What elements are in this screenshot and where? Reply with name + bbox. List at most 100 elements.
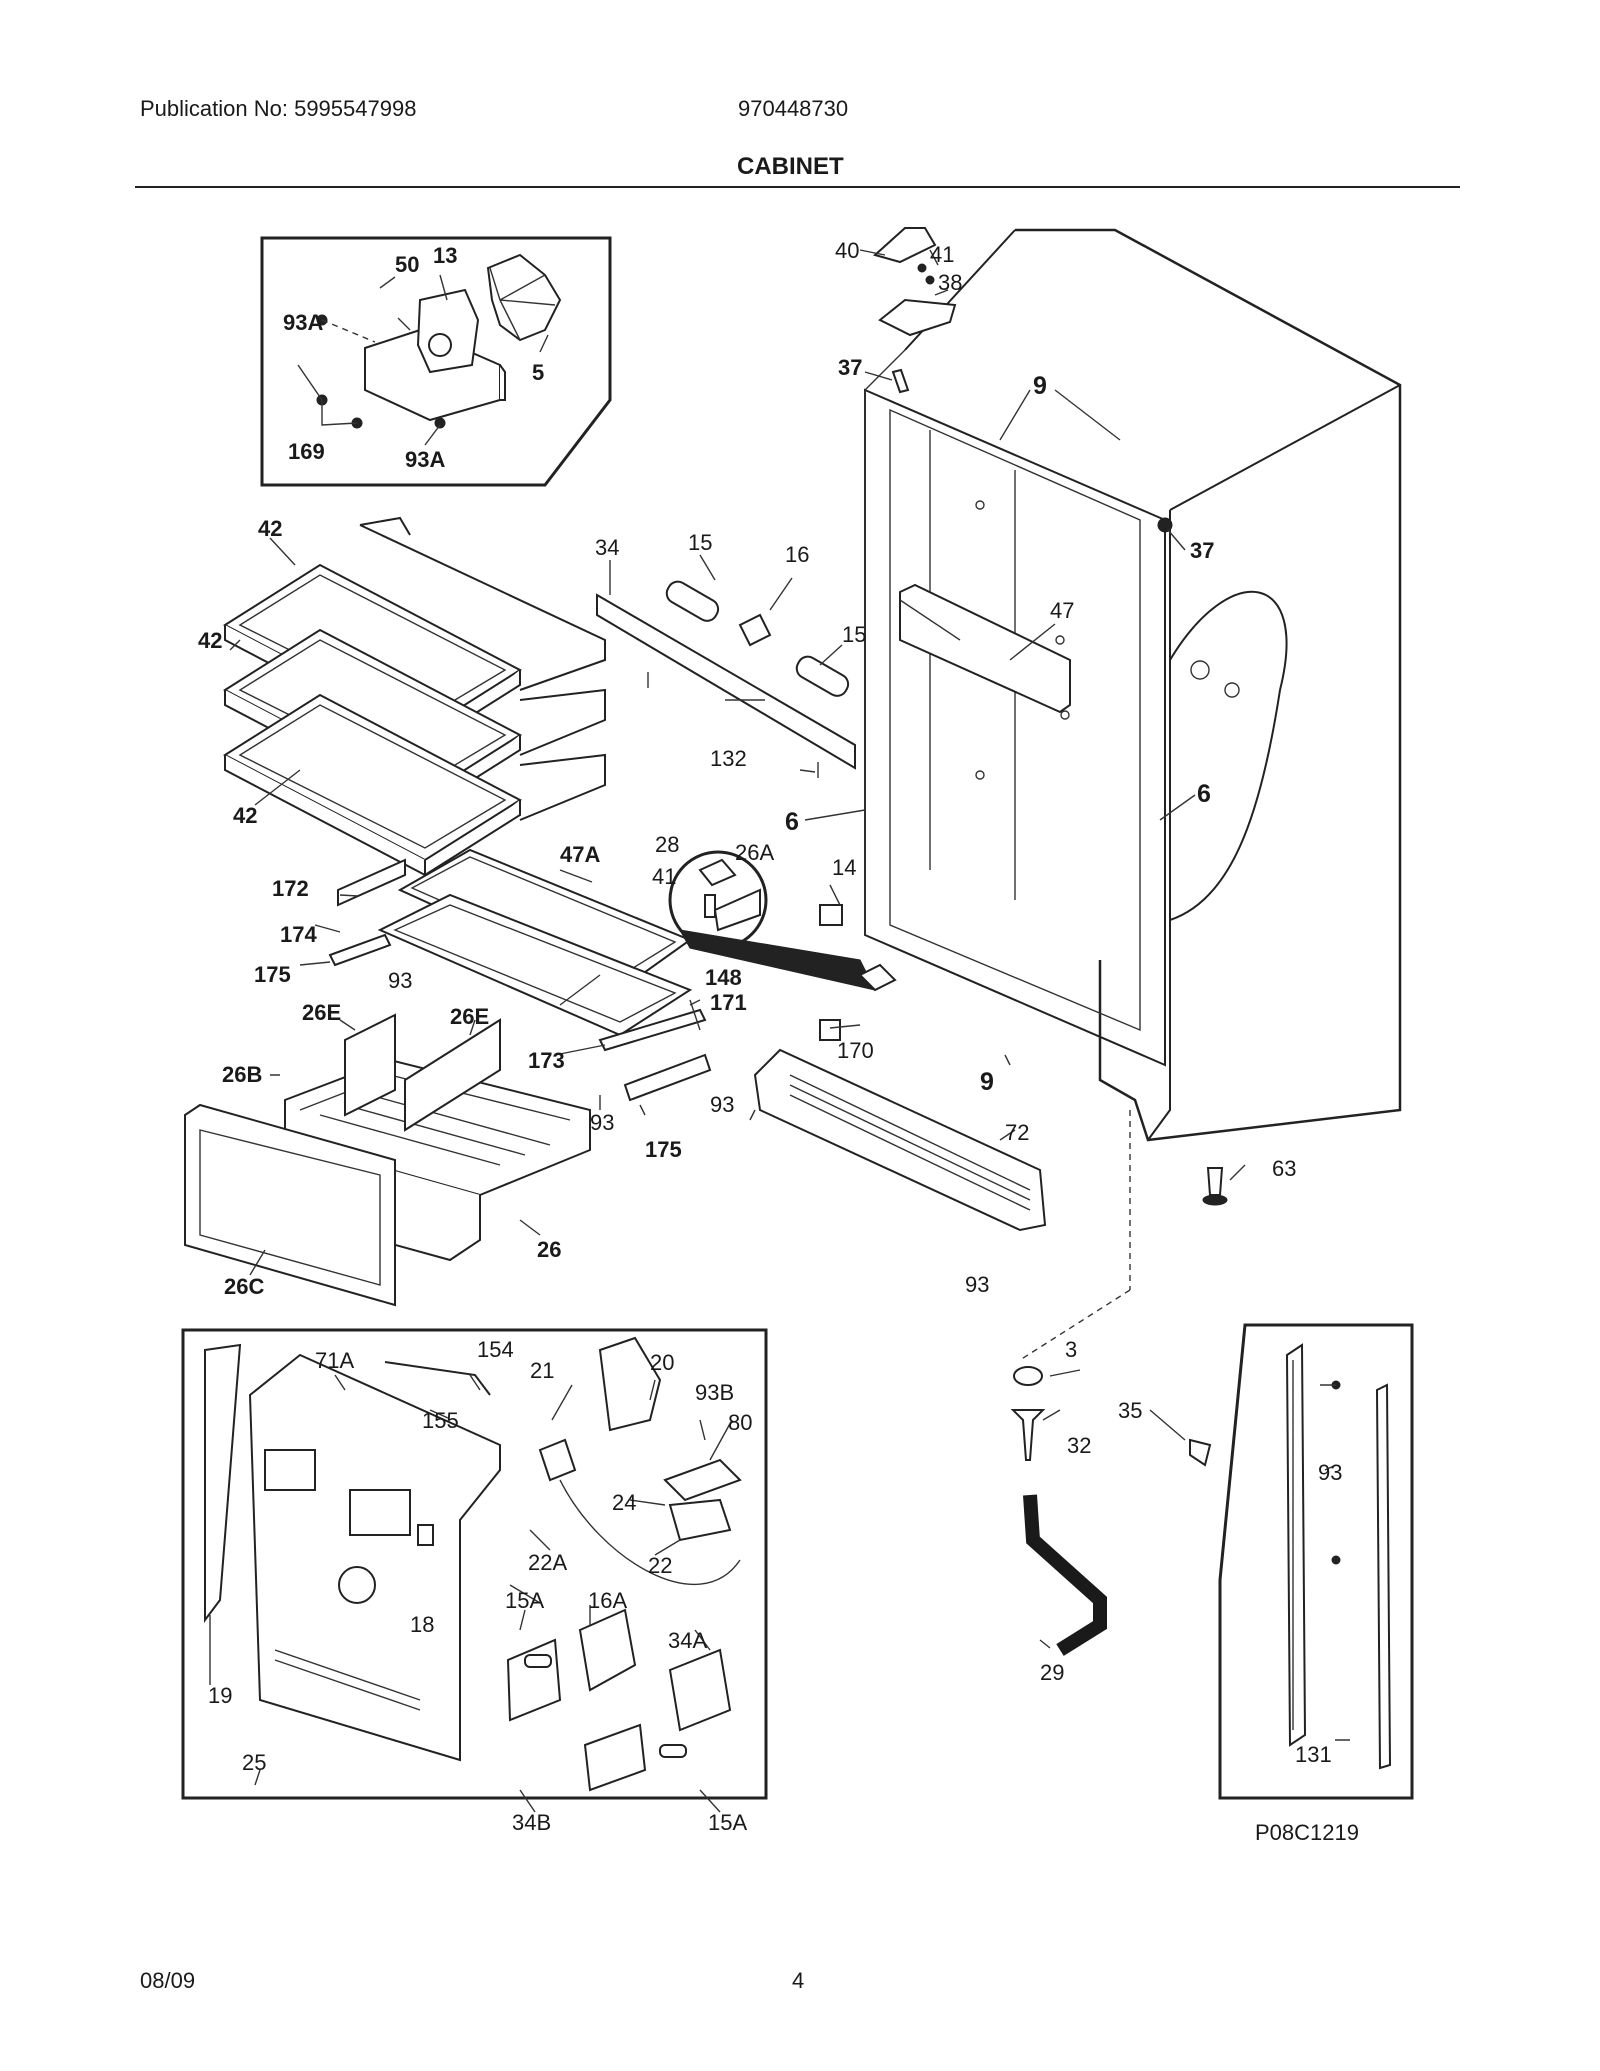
label-26C: 26C xyxy=(224,1274,264,1299)
glass-shelves xyxy=(223,516,606,877)
fan-motor-inset xyxy=(260,236,612,487)
label-42-3: 42 xyxy=(233,803,257,828)
label-26E-2: 26E xyxy=(450,1004,489,1029)
label-93-4: 93 xyxy=(965,1272,989,1297)
fan-inset-labels: 50 13 93A 5 169 93A xyxy=(283,243,544,472)
label-15A-2: 15A xyxy=(708,1810,747,1835)
model-number: 970448730 xyxy=(738,96,849,121)
label-15: 15 xyxy=(688,530,712,555)
label-3: 3 xyxy=(1065,1337,1077,1362)
label-16A: 16A xyxy=(588,1588,627,1613)
label-34A: 34A xyxy=(668,1628,707,1653)
label-32: 32 xyxy=(1067,1433,1091,1458)
label-5: 5 xyxy=(532,360,544,385)
label-47A: 47A xyxy=(560,842,600,867)
label-170: 170 xyxy=(837,1038,874,1063)
label-15-2: 15 xyxy=(842,622,866,647)
label-25: 25 xyxy=(242,1750,266,1775)
label-131: 131 xyxy=(1295,1742,1332,1767)
label-42-2: 42 xyxy=(198,628,222,653)
control-panel-inset xyxy=(181,1328,768,1800)
label-37-2: 37 xyxy=(1190,538,1214,563)
label-93A: 93A xyxy=(283,310,323,335)
top-hinge xyxy=(872,227,1173,533)
label-41: 41 xyxy=(930,242,954,267)
label-35: 35 xyxy=(1118,1398,1142,1423)
leader-lines xyxy=(209,249,1350,1813)
label-21: 21 xyxy=(530,1358,554,1383)
label-28: 28 xyxy=(655,832,679,857)
label-16: 16 xyxy=(785,542,809,567)
label-20: 20 xyxy=(650,1350,674,1375)
label-37: 37 xyxy=(838,355,862,380)
label-6: 6 xyxy=(785,808,799,836)
label-63: 63 xyxy=(1272,1156,1296,1181)
label-29: 29 xyxy=(1040,1660,1064,1685)
drain-parts xyxy=(1010,1110,1212,1656)
label-155: 155 xyxy=(422,1408,459,1433)
label-72: 72 xyxy=(1005,1120,1029,1145)
label-14: 14 xyxy=(832,855,856,880)
label-93-3: 93 xyxy=(710,1092,734,1117)
label-22: 22 xyxy=(648,1553,672,1578)
label-26: 26 xyxy=(537,1237,561,1262)
label-26B: 26B xyxy=(222,1062,262,1087)
label-93-2: 93 xyxy=(590,1110,614,1135)
label-171: 171 xyxy=(710,990,747,1015)
page-title: CABINET xyxy=(737,153,844,180)
light-bar xyxy=(596,580,856,778)
label-173: 173 xyxy=(528,1048,565,1073)
label-93: 93 xyxy=(388,968,412,993)
label-34B: 34B xyxy=(512,1810,551,1835)
crisper-labels: 172 174 175 93 47A 148 171 26E 26E 26B 1… xyxy=(222,842,747,1299)
label-132: 132 xyxy=(710,746,747,771)
cabinet-labels: 40 41 38 37 9 37 34 15 16 15 47 132 6 6 … xyxy=(595,238,1296,1297)
label-13: 13 xyxy=(433,243,457,268)
label-169: 169 xyxy=(288,439,325,464)
label-19: 19 xyxy=(208,1683,232,1708)
label-93B: 93B xyxy=(695,1380,734,1405)
label-22A: 22A xyxy=(528,1550,567,1575)
page-number: 4 xyxy=(792,1968,805,1993)
label-24: 24 xyxy=(612,1490,636,1515)
label-6-2: 6 xyxy=(1197,780,1211,808)
label-47: 47 xyxy=(1050,598,1074,623)
label-148: 148 xyxy=(705,965,742,990)
label-15A: 15A xyxy=(505,1588,544,1613)
rail-inset-labels: 93 131 xyxy=(1295,1460,1342,1767)
label-172: 172 xyxy=(272,876,309,901)
control-inset-labels: 71A 154 21 20 93B 80 155 24 22A 22 15A 1… xyxy=(208,1337,752,1835)
label-93-rail: 93 xyxy=(1318,1460,1342,1485)
crisper-cover xyxy=(328,848,693,1037)
crisper-drawer xyxy=(184,1008,712,1307)
label-71A: 71A xyxy=(315,1348,354,1373)
diagram-code: P08C1219 xyxy=(1255,1820,1359,1845)
rail-inset xyxy=(1218,1323,1414,1800)
label-38: 38 xyxy=(938,270,962,295)
publication-number: Publication No: 5995547998 xyxy=(140,96,417,121)
label-154: 154 xyxy=(477,1337,514,1362)
label-80: 80 xyxy=(728,1410,752,1435)
label-9-2: 9 xyxy=(980,1068,994,1096)
label-26A: 26A xyxy=(735,840,774,865)
header-rule xyxy=(135,186,1460,188)
label-175-2: 175 xyxy=(645,1137,682,1162)
label-42: 42 xyxy=(258,516,282,541)
label-50: 50 xyxy=(395,252,419,277)
label-34: 34 xyxy=(595,535,619,560)
drain-labels: 3 35 32 29 xyxy=(1040,1337,1142,1685)
shelf-labels: 42 42 42 xyxy=(198,516,282,828)
label-175: 175 xyxy=(254,962,291,987)
label-26E: 26E xyxy=(302,1000,341,1025)
toe-grille xyxy=(753,1048,1047,1232)
label-174: 174 xyxy=(280,922,317,947)
bottom-hinge xyxy=(668,850,1228,1206)
label-9: 9 xyxy=(1033,372,1047,400)
label-18: 18 xyxy=(410,1612,434,1637)
label-41-2: 41 xyxy=(652,864,676,889)
footer-date: 08/09 xyxy=(140,1968,196,1993)
cabinet-body xyxy=(864,228,1402,1142)
label-40: 40 xyxy=(835,238,859,263)
label-93A-2: 93A xyxy=(405,447,445,472)
